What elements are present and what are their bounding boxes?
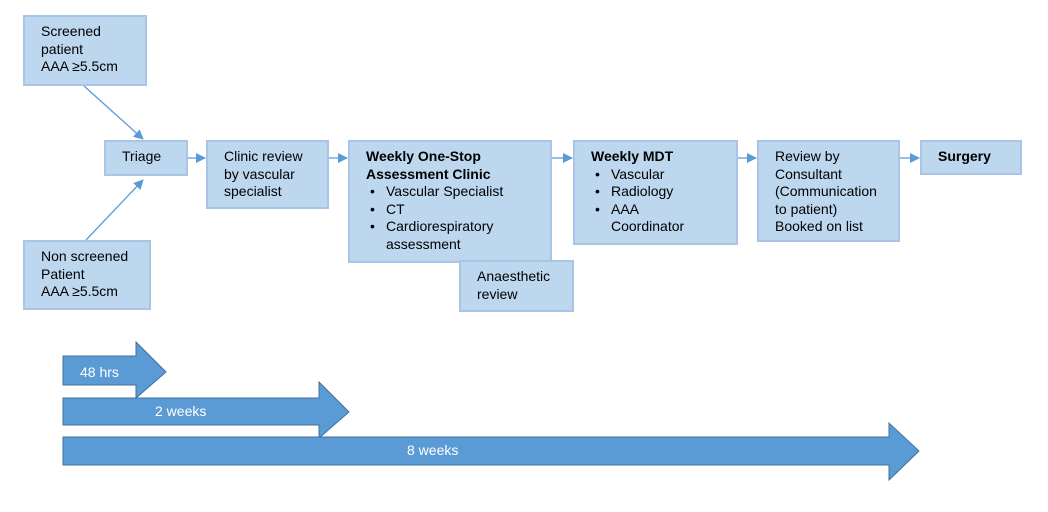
mdt-title: Weekly MDT xyxy=(591,148,674,164)
consultant-line-2: Consultant xyxy=(775,165,842,182)
non-screened-line-1: Non screened xyxy=(41,248,129,264)
timeline-arrow-2weeks xyxy=(62,380,350,440)
anaesthetic-review-box: Anaesthetic review xyxy=(459,260,574,312)
arrow-screened-to-triage xyxy=(83,85,144,140)
timeline-arrow-8weeks xyxy=(62,421,920,482)
non-screened-patient-box: Non screened Patient AAA ≥5.5cm xyxy=(23,240,151,310)
surgery-box: Surgery xyxy=(920,140,1022,175)
screened-line-1: Screened xyxy=(41,23,101,39)
screened-line-2: patient xyxy=(41,40,84,57)
one-stop-clinic-box: Weekly One-Stop Assessment Clinic Vascul… xyxy=(348,140,552,263)
anaesthetic-line-2: review xyxy=(477,285,518,302)
weekly-mdt-box: Weekly MDT Vascular Radiology AAA Coordi… xyxy=(573,140,738,245)
triage-label: Triage xyxy=(122,148,162,164)
consultant-review-box: Review by Consultant (Communication to p… xyxy=(757,140,900,242)
timeline-arrow-48hrs xyxy=(62,340,167,400)
list-item: Vascular xyxy=(595,166,728,184)
clinic-review-box: Clinic review by vascular specialist xyxy=(206,140,329,209)
triage-box: Triage xyxy=(104,140,188,176)
list-item: Cardiorespiratory xyxy=(370,218,542,236)
consultant-line-3: (Communication xyxy=(775,183,877,199)
one-stop-item-continuation: assessment xyxy=(386,235,461,252)
anaesthetic-line-1: Anaesthetic xyxy=(477,268,551,284)
timeline-label-2weeks: 2 weeks xyxy=(155,403,207,419)
clinic-review-line-3: specialist xyxy=(224,183,282,199)
surgery-label: Surgery xyxy=(938,148,991,164)
consultant-line-4: to patient) xyxy=(775,200,838,217)
list-item: AAA xyxy=(595,201,728,219)
arrow-nonscreened-to-triage xyxy=(85,179,144,241)
consultant-line-5: Booked on list xyxy=(775,218,863,234)
clinic-review-line-2: by vascular xyxy=(224,165,295,182)
timeline-label-48hrs: 48 hrs xyxy=(80,364,119,380)
consultant-line-1: Review by xyxy=(775,148,840,164)
screened-patient-box: Screened patient AAA ≥5.5cm xyxy=(23,15,147,86)
screened-line-3: AAA ≥5.5cm xyxy=(41,58,118,74)
one-stop-list: Vascular Specialist CT Cardiorespiratory xyxy=(366,183,542,236)
list-item: Radiology xyxy=(595,183,728,201)
clinic-review-line-1: Clinic review xyxy=(224,148,303,164)
one-stop-title-2: Assessment Clinic xyxy=(366,165,491,182)
one-stop-title-1: Weekly One-Stop xyxy=(366,148,481,164)
non-screened-line-3: AAA ≥5.5cm xyxy=(41,283,118,299)
non-screened-line-2: Patient xyxy=(41,265,85,282)
mdt-item-continuation: Coordinator xyxy=(611,218,685,234)
list-item: CT xyxy=(370,201,542,219)
mdt-list: Vascular Radiology AAA xyxy=(591,166,728,219)
list-item: Vascular Specialist xyxy=(370,183,542,201)
timeline-label-8weeks: 8 weeks xyxy=(407,442,459,458)
